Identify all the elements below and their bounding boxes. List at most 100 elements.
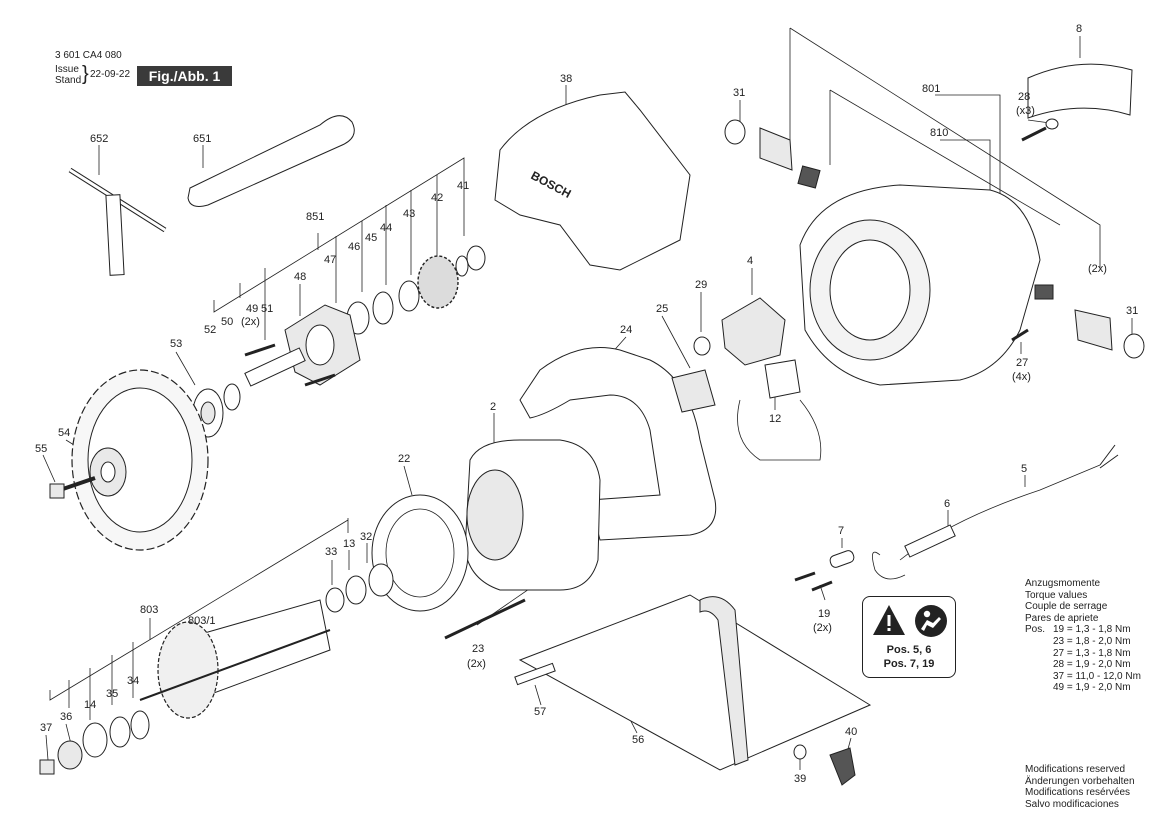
position-labels: 8 801 28 (x3) 810 31 38 652 651 41 42 43… (35, 23, 1138, 785)
torque-title-en: Torque values (1025, 589, 1088, 601)
pinion-36 (57, 740, 83, 770)
label-48: 48 (294, 271, 306, 283)
label-34: 34 (127, 675, 139, 687)
label-803: 803 (140, 604, 158, 616)
clamp-nut-54-hub (100, 461, 116, 483)
label-12: 12 (769, 413, 781, 425)
label-14: 14 (84, 699, 96, 711)
screw-27 (1011, 328, 1029, 342)
warning-triangle-icon (873, 605, 905, 635)
part-29 (693, 336, 711, 356)
stator-bore (466, 469, 524, 561)
screw-49 (244, 343, 276, 357)
bearing-32 (368, 563, 394, 597)
label-13: 13 (343, 538, 355, 550)
label-2: 2 (490, 401, 496, 413)
label-53: 53 (170, 338, 182, 350)
modifications-notice: Modifications reserved Änderungen vorbeh… (1025, 764, 1135, 810)
label-28-qty: (x3) (1016, 105, 1035, 117)
cord-clamp (829, 550, 855, 568)
label-27: 27 (1016, 357, 1028, 369)
label-27-qty: (4x) (1012, 371, 1031, 383)
label-801: 801 (922, 83, 940, 95)
motor-housing-inner (829, 239, 911, 341)
label-25: 25 (656, 303, 668, 315)
label-37: 37 (40, 722, 52, 734)
label-35: 35 (106, 688, 118, 700)
label-32: 32 (360, 531, 372, 543)
pin-57 (514, 662, 556, 686)
label-4: 4 (747, 255, 753, 267)
wires (737, 399, 822, 461)
part-35 (109, 716, 131, 748)
part-25 (671, 369, 716, 413)
screw-19b (811, 580, 833, 592)
label-44: 44 (380, 222, 392, 234)
stand-label: Stand (55, 75, 82, 86)
torque-title-es: Pares de apriete (1025, 612, 1099, 624)
part-13 (345, 575, 367, 605)
torque-values: Anzugsmomente Torque values Couple de se… (1025, 578, 1141, 694)
label-652: 652 (90, 133, 108, 145)
label-7: 7 (838, 525, 844, 537)
armature (139, 599, 331, 719)
warning-ref-2: Pos. 7, 19 (883, 658, 935, 670)
modifications-en: Modifications reserved (1025, 764, 1126, 775)
baffle-ring-inner (385, 508, 455, 598)
part-47 (305, 324, 335, 366)
label-54: 54 (58, 427, 70, 439)
torque-row: 27 = 1,3 - 1,8 Nm (1053, 647, 1131, 659)
warning-ref-1: Pos. 5, 6 (886, 644, 932, 656)
issue-label: Issue (55, 64, 79, 75)
label-52: 52 (204, 324, 216, 336)
blade-guard (494, 91, 691, 271)
label-39: 39 (794, 773, 806, 785)
read-manual-icon (915, 605, 947, 637)
label-5: 5 (1021, 463, 1027, 475)
label-33: 33 (325, 546, 337, 558)
part-45 (372, 291, 394, 325)
torque-title-de: Anzugsmomente (1025, 578, 1101, 589)
label-49-qty: (2x) (241, 316, 260, 328)
washer-39 (793, 744, 807, 760)
label-49: 49 (246, 303, 258, 315)
washer-52 (223, 383, 241, 411)
screw-23 (444, 598, 526, 640)
modifications-fr: Modifications resérvées (1025, 787, 1131, 798)
label-803-1: 803/1 (188, 615, 216, 627)
label-29: 29 (695, 279, 707, 291)
part-34 (130, 710, 150, 740)
label-22: 22 (398, 453, 410, 465)
part-44 (398, 280, 420, 312)
switch (721, 297, 786, 366)
label-46: 46 (348, 241, 360, 253)
modifications-de: Änderungen vorbehalten (1025, 775, 1135, 787)
label-810: 810 (930, 127, 948, 139)
label-851: 851 (306, 211, 324, 223)
label-651: 651 (193, 133, 211, 145)
warning-box: Pos. 5, 6 Pos. 7, 19 (862, 596, 956, 678)
label-19: 19 (818, 608, 830, 620)
modifications-es: Salvo modificaciones (1025, 798, 1119, 810)
base-plate (518, 594, 872, 771)
label-6: 6 (944, 498, 950, 510)
figure-badge: Fig./Abb. 1 (137, 66, 232, 86)
label-31-top: 31 (733, 87, 745, 99)
label-19-qty: (2x) (813, 622, 832, 634)
capacitor-12 (764, 359, 801, 399)
blade-core (87, 387, 193, 533)
torque-title-fr: Couple de serrage (1025, 601, 1108, 613)
label-2x-right: (2x) (1088, 263, 1107, 275)
screw-19a (794, 571, 816, 582)
screw-28 (1021, 118, 1059, 142)
label-55: 55 (35, 443, 47, 455)
label-42: 42 (431, 192, 443, 204)
torque-pos-label: Pos. (1025, 624, 1046, 636)
label-57: 57 (534, 706, 546, 718)
flange-53-hub (200, 401, 216, 425)
label-47: 47 (324, 254, 336, 266)
torque-row: 37 = 11,0 - 12,0 Nm (1053, 670, 1141, 682)
torque-row: 23 = 1,8 - 2,0 Nm (1053, 635, 1131, 647)
torque-row: 28 = 1,9 - 2,0 Nm (1053, 659, 1131, 671)
